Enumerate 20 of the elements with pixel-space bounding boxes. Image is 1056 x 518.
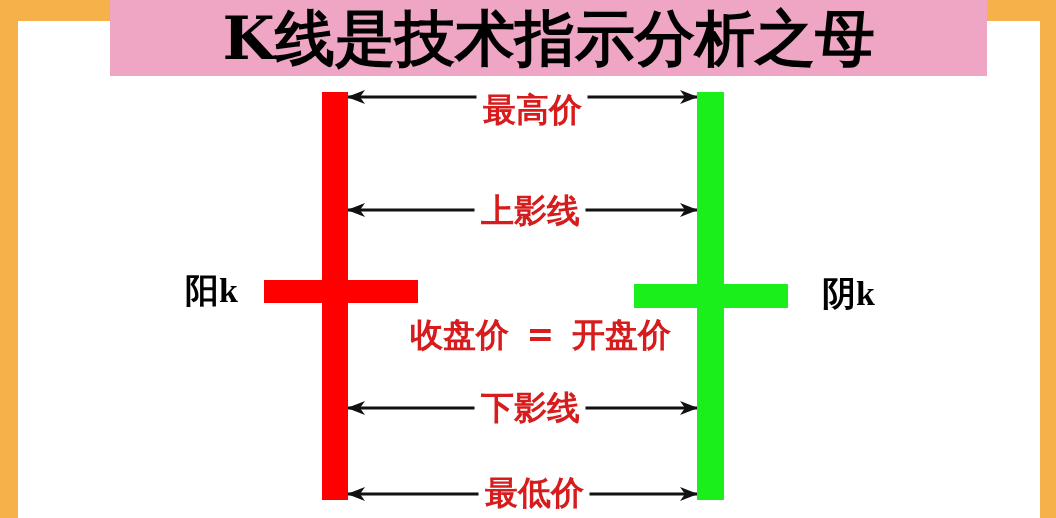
candle-body	[634, 284, 788, 308]
candle-wick	[322, 92, 348, 500]
candle-type-label: 阳k	[185, 272, 238, 310]
leader-arrow	[347, 203, 475, 217]
callout-label: 最低价	[478, 474, 590, 512]
title-text: K线是技术指示分析之母	[222, 4, 875, 72]
price-label: 收盘价 = 开盘价	[409, 316, 672, 354]
callout-label: 上影线	[474, 192, 586, 230]
callout-label: 最高价	[476, 91, 588, 129]
leader-arrow	[587, 90, 698, 104]
leader-arrow	[585, 401, 698, 415]
leader-arrow	[347, 487, 479, 501]
candle-wick	[697, 92, 724, 500]
leader-arrow	[347, 90, 477, 104]
leader-arrow	[347, 401, 475, 415]
candle-body	[264, 280, 418, 303]
leader-arrow	[585, 203, 698, 217]
candle-type-label: 阴k	[822, 275, 875, 313]
leader-arrow	[589, 487, 698, 501]
callout-label: 下影线	[474, 389, 586, 427]
